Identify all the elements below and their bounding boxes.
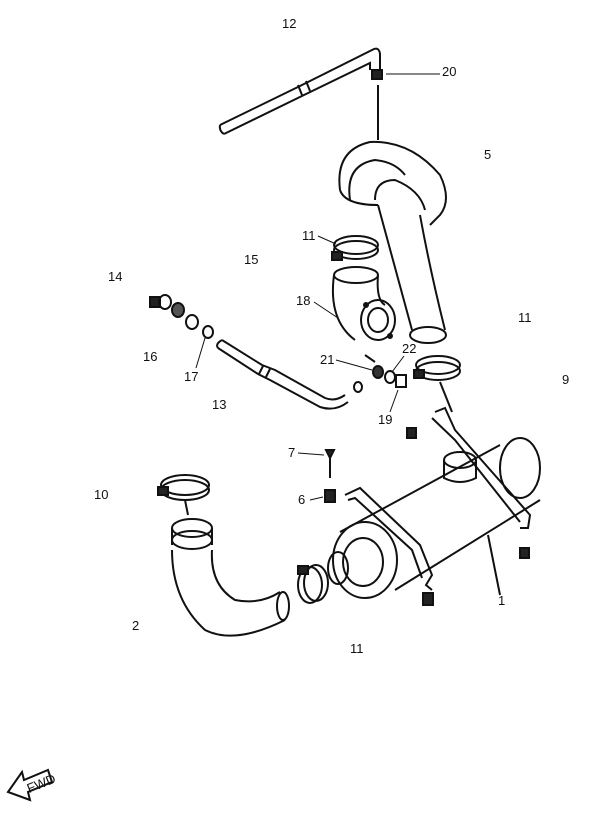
callout-10: 10: [94, 487, 108, 502]
leader-22: [391, 355, 405, 373]
fwd-label: FWD: [25, 771, 58, 796]
lower-hose-2: [171, 518, 290, 637]
callout-12: 12: [282, 16, 296, 31]
hose-clamp-11-right: [413, 355, 461, 413]
callout-13: 13: [212, 397, 226, 412]
muffler-1: [332, 437, 541, 606]
callout-20: 20: [442, 64, 456, 79]
leader-11-top: [317, 235, 337, 245]
screw-clip-6-7: [324, 449, 336, 503]
callout-22: 22: [402, 341, 416, 356]
vent-tube-12: [218, 47, 383, 140]
callout-16: 16: [143, 349, 157, 364]
callout-7: 7: [288, 445, 295, 460]
elbow-fitting-18: [331, 266, 396, 341]
leader-21: [335, 359, 373, 371]
bolt-set-19-21-22: [364, 354, 407, 388]
fitting-assembly-14-16-17: [149, 294, 214, 339]
callout-5: 5: [484, 147, 491, 162]
callout-11-bottom: 11: [350, 641, 364, 656]
callout-19: 19: [378, 412, 392, 427]
leader-7: [297, 452, 325, 456]
leader-6: [309, 496, 324, 501]
callout-15: 15: [244, 252, 258, 267]
exhaust-hose-5: [338, 140, 447, 344]
callout-11-right: 11: [518, 310, 532, 325]
callout-6: 6: [298, 492, 305, 507]
forward-arrow-icon: FWD: [6, 768, 58, 802]
callout-1: 1: [498, 593, 505, 608]
callout-2: 2: [132, 618, 139, 633]
leader-17: [195, 337, 206, 369]
mounting-strap-9: [406, 406, 532, 559]
callout-9: 9: [562, 372, 569, 387]
leader-18: [313, 301, 339, 319]
leader-19: [389, 389, 399, 413]
hose-13: [216, 339, 363, 410]
callout-21: 21: [320, 352, 334, 367]
callout-18: 18: [296, 293, 310, 308]
hose-clamp-10: [157, 474, 210, 516]
hose-clamp-11-bottom: [297, 551, 349, 604]
callout-labels: 12 20 5 11 15 14 18 11 16 17 21 22 9 13 …: [94, 16, 569, 656]
callout-14: 14: [108, 269, 122, 284]
callout-17: 17: [184, 369, 198, 384]
callout-11-top: 11: [302, 228, 316, 243]
hose-clamp-11-top: [331, 235, 379, 261]
